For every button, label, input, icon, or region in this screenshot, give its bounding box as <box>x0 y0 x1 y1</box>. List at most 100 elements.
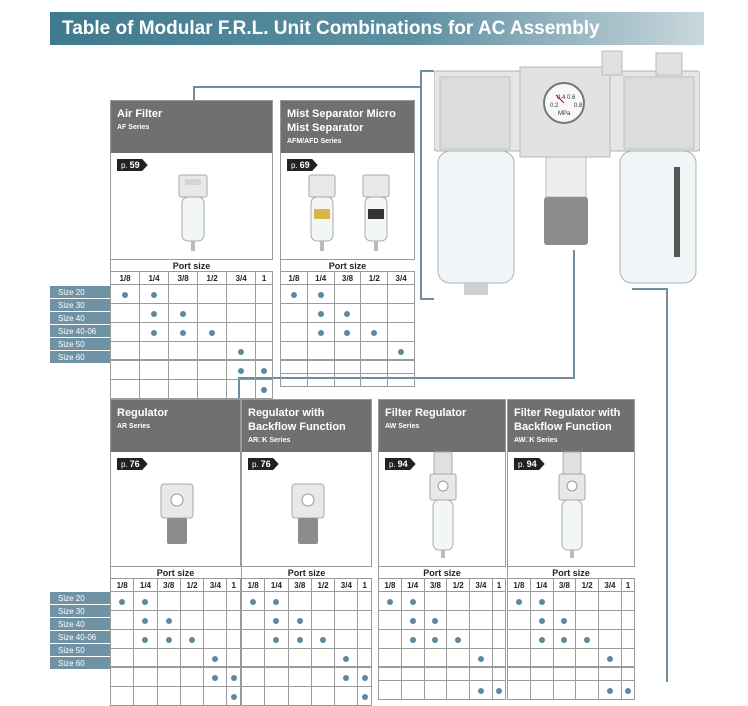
availability-dot <box>142 618 149 624</box>
card-series: AW□K Series <box>514 437 558 444</box>
table-row <box>280 303 415 323</box>
port-size-label: Port size <box>378 566 506 579</box>
table-cell <box>333 303 362 323</box>
table-cell <box>310 648 336 668</box>
table-cell <box>360 373 389 387</box>
availability-dot <box>151 311 158 317</box>
table-cell <box>197 322 228 342</box>
table-cell <box>387 284 415 304</box>
table-cell <box>264 610 289 630</box>
availability-dot <box>361 675 368 681</box>
table-cell <box>226 686 241 706</box>
card-title: Filter Regulator <box>385 407 467 419</box>
table-cell <box>203 648 228 668</box>
port-size-label: Port size <box>110 259 273 272</box>
table-cell <box>168 379 199 399</box>
table-cell <box>507 610 531 630</box>
port-size-column-header: 1/8 <box>507 578 531 592</box>
port-size-column-header: 1/4 <box>400 578 425 592</box>
port-size-column-header: 3/4 <box>203 578 228 592</box>
table-row <box>109 284 273 304</box>
table-cell <box>287 648 312 668</box>
port-size-column-header: 3/4 <box>226 271 257 285</box>
port-size-column-header: 1/8 <box>280 271 308 285</box>
table-cell <box>423 648 448 668</box>
port-size-column-header: 3/4 <box>469 578 493 592</box>
table-row <box>109 591 241 611</box>
table-cell <box>156 667 181 687</box>
table-cell <box>552 629 577 649</box>
table-cell <box>306 360 335 374</box>
table-cell <box>109 341 141 361</box>
table-cell <box>620 667 636 681</box>
page-reference-tag[interactable]: p.69 <box>287 159 318 171</box>
table-cell <box>240 686 266 706</box>
availability-dot <box>398 349 405 355</box>
table-cell <box>333 373 362 387</box>
table-cell <box>598 629 622 649</box>
availability-dot <box>515 599 522 605</box>
availability-dot <box>290 292 297 298</box>
table-row <box>280 284 415 304</box>
page-reference-tag[interactable]: p.94 <box>514 458 545 470</box>
table-cell <box>287 591 312 611</box>
table-cell <box>400 667 425 681</box>
table-cell <box>446 648 471 668</box>
table-cell <box>400 591 425 611</box>
table-cell <box>197 303 228 323</box>
table-cell <box>529 629 554 649</box>
table-cell <box>400 629 425 649</box>
table-cell <box>400 648 425 668</box>
table-cell <box>226 360 257 380</box>
page-reference-tag[interactable]: p.76 <box>248 458 279 470</box>
availability-dot <box>209 330 216 336</box>
port-size-column-header: 1/4 <box>133 578 158 592</box>
table-cell <box>287 667 312 687</box>
availability-dot <box>320 637 327 643</box>
table-cell <box>226 667 241 687</box>
connector-line-top-join <box>420 70 434 72</box>
page-reference-tag[interactable]: p.94 <box>385 458 416 470</box>
table-cell <box>264 591 289 611</box>
table-cell <box>203 610 228 630</box>
availability-dot <box>296 637 303 643</box>
table-cell <box>469 667 493 681</box>
availability-dot <box>151 292 158 298</box>
table-cell <box>156 610 181 630</box>
table-cell <box>109 686 135 706</box>
table-cell <box>109 322 141 342</box>
table-cell <box>197 341 228 361</box>
table-cell <box>529 648 554 668</box>
port-size-column-header: 3/8 <box>168 271 199 285</box>
port-size-column-header: 1/4 <box>306 271 335 285</box>
availability-dot <box>230 694 237 700</box>
availability-dot <box>180 330 187 336</box>
availability-dot <box>273 599 280 605</box>
table-cell <box>357 610 372 630</box>
table-cell <box>240 610 266 630</box>
table-cell <box>156 648 181 668</box>
card-header: Regulator AR Series <box>111 400 240 452</box>
page-reference-tag[interactable]: p.59 <box>117 159 148 171</box>
port-size-column-header: 3/8 <box>156 578 181 592</box>
availability-dot <box>606 656 613 662</box>
card-series: AR□K Series <box>248 437 291 444</box>
availability-dot <box>122 292 129 298</box>
port-size-column-header: 1 <box>226 578 241 592</box>
availability-dot <box>142 599 149 605</box>
table-cell <box>507 680 531 700</box>
table-row <box>378 629 507 649</box>
table-row <box>240 686 372 706</box>
table-cell <box>109 667 135 687</box>
table-row <box>109 322 273 342</box>
availability-dot <box>165 637 172 643</box>
card-header: Filter Regulator with Backflow Function … <box>508 400 634 452</box>
table-cell <box>333 360 362 374</box>
size-label: Size 50 <box>50 338 110 351</box>
page-reference-tag[interactable]: p.76 <box>117 458 148 470</box>
port-size-column-header: 1 <box>255 271 273 285</box>
port-size-label: Port size <box>280 259 415 272</box>
table-cell <box>133 648 158 668</box>
availability-dot <box>317 292 324 298</box>
table-cell <box>139 341 170 361</box>
